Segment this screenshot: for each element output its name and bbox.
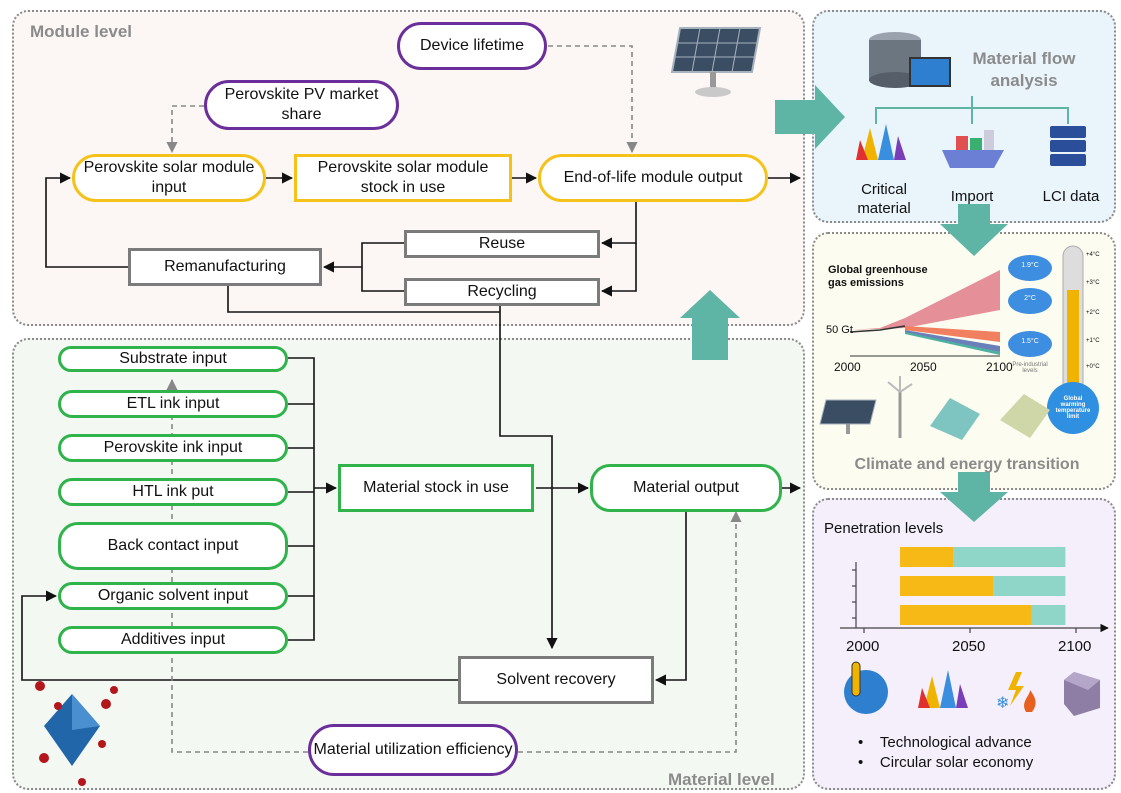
server-icon [1050,126,1086,166]
material-level-title: Material level [668,770,775,789]
emissions-chart [849,270,1000,357]
penetration-bars [900,547,1066,625]
penetration-bar-3-secondary [1031,605,1066,625]
pre-industrial-label: Pre-industrial levels [1012,362,1048,374]
thermo-tick-4: +4°C [1086,252,1100,258]
material-stock-node: Material stock in use [338,464,534,512]
penetration-bar-2-primary [900,576,994,596]
thermometer-icon [1047,245,1099,434]
pen-x-tick-2100: 2100 [1058,638,1092,655]
y-marker-label: 50 Gt [826,324,853,336]
material-output-node: Material output [590,464,782,512]
thermo-tick-0: +0°C [1086,364,1100,370]
utilization-efficiency-node: Material utilization efficiency [308,724,518,776]
penetration-bar-2-secondary [993,576,1066,596]
climate-title: Climate and energy transition [854,456,1080,473]
critical-material-icon-2 [918,670,968,708]
climate-x-tick-2100: 2100 [986,360,1013,374]
additives-input-node: Additives input [58,626,288,654]
mfa-title: Material flow analysis [972,49,1076,90]
climate-x-tick-2050: 2050 [910,360,937,374]
solvent-recovery-node: Solvent recovery [458,656,654,704]
penetration-bar-3-primary [900,605,1032,625]
bullet-1: • Technological advance [858,734,1032,751]
energy-infrastructure-icons [819,376,1050,440]
etl-ink-input-node: ETL ink input [58,390,288,418]
remanufacturing-node: Remanufacturing [128,248,322,286]
htl-ink-input-node: HTL ink put [58,478,288,506]
penetration-bar-1-secondary [953,547,1066,567]
import-label: Import [950,188,994,205]
thermo-tick-1: +1°C [1086,338,1100,344]
material-cube-icon [1064,672,1100,716]
database-icon [869,32,951,88]
svg-text:❄: ❄ [996,695,1009,712]
stock-in-use-node: Perovskite solar module stock in use [294,154,512,202]
critical-material-label: Critical material [857,181,911,217]
organic-solvent-input-node: Organic solvent input [58,582,288,610]
cloud-label-1: 1.9°C [1021,262,1039,269]
bullet-2: • Circular solar economy [858,754,1034,771]
cloud-label-3: 1.5°C [1021,338,1039,345]
penetration-panel [812,498,1116,790]
perovskite-ink-input-node: Perovskite ink input [58,434,288,462]
back-contact-input-node: Back contact input [58,522,288,570]
cloud-icons [1008,255,1052,357]
cloud-label-2: 2°C [1024,295,1036,302]
perovskite-crystal-icon [35,681,118,786]
module-level-title: Module level [30,22,133,41]
pen-x-tick-2050: 2050 [952,638,986,655]
solar-panel-icon [670,27,762,97]
eol-output-node: End-of-life module output [538,154,768,202]
thermo-tick-3: +3°C [1086,280,1100,286]
bullet-2-text: Circular solar economy [879,754,1034,771]
ship-icon [942,130,1004,168]
bullet-1-text: Technological advance [879,734,1032,751]
penetration-title: Penetration levels [824,520,944,537]
penetration-bar-1-primary [900,547,954,567]
device-lifetime-node: Device lifetime [397,22,547,70]
reuse-node: Reuse [404,230,600,258]
energy-symbols-icon: ❄ [996,672,1036,712]
critical-material-icon [856,124,906,160]
pen-x-tick-2000: 2000 [846,638,880,655]
market-share-node: Perovskite PV market share [204,80,399,130]
lci-data-label: LCI data [1042,188,1100,205]
substrate-input-node: Substrate input [58,346,288,372]
module-input-node: Perovskite solar module input [72,154,266,202]
penetration-axes [840,562,1109,633]
recycling-node: Recycling [404,278,600,306]
emissions-chart-title: Global greenhouse gas emissions [828,264,928,289]
thermo-tick-2: +2°C [1086,310,1100,316]
globe-thermometer-icon [844,661,888,714]
climate-x-tick-2000: 2000 [834,360,861,374]
thermo-caption: Global warming temperature limit [1055,396,1091,420]
